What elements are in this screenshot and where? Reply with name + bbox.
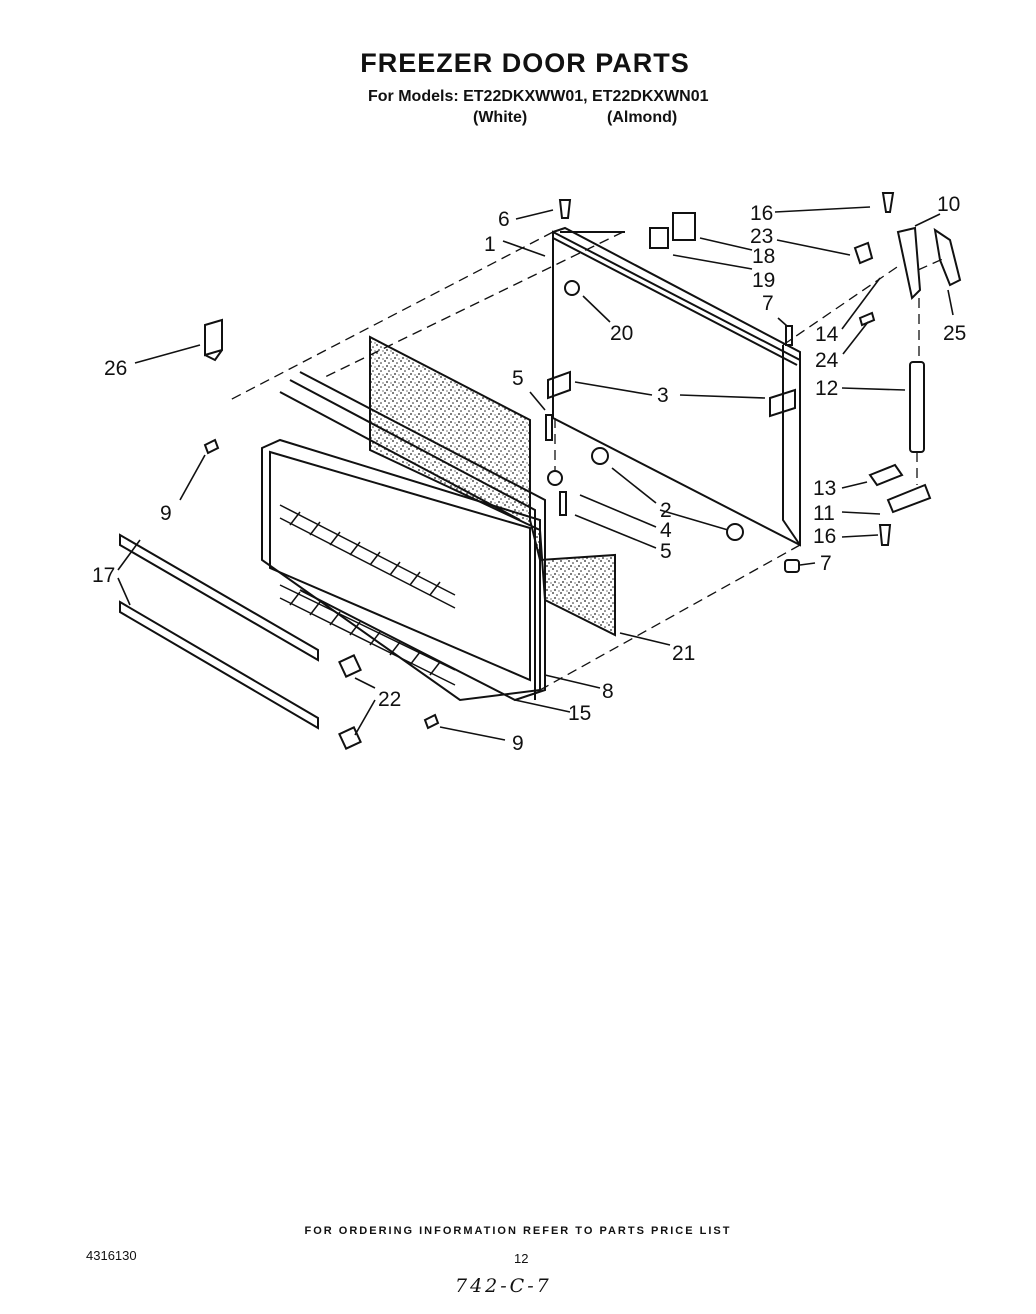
variant-white: (White) <box>473 109 528 126</box>
callout-11: 11 <box>813 502 835 525</box>
upper-hinge <box>896 226 922 301</box>
callout-5-lower: 5 <box>660 540 672 563</box>
trim-strip-upper <box>119 533 319 662</box>
callout-16-lower: 16 <box>813 525 836 548</box>
callout-4: 4 <box>660 519 672 542</box>
leader-lines <box>117 206 954 741</box>
shim-23 <box>853 241 874 265</box>
callout-7-lower: 7 <box>820 552 832 575</box>
hinge-cover <box>933 227 962 287</box>
callout-5-upper: 5 <box>512 367 524 390</box>
callout-26: 26 <box>104 357 127 380</box>
trim-strip-lower <box>119 600 319 730</box>
callout-10: 10 <box>937 193 960 216</box>
trim-end-cap-upper <box>338 654 362 678</box>
handle <box>909 361 925 453</box>
page-title: FREEZER DOOR PARTS <box>360 48 690 78</box>
spacer-18 <box>672 212 696 241</box>
callout-2: 2 <box>660 499 672 522</box>
bracket-26 <box>204 318 223 362</box>
callout-17: 17 <box>92 564 115 587</box>
callout-18: 18 <box>752 245 775 268</box>
callout-16-upper: 16 <box>750 202 773 225</box>
spacer-19 <box>649 227 669 249</box>
trim-end-cap-lower <box>338 726 362 750</box>
callout-21: 21 <box>672 642 695 665</box>
callout-15: 15 <box>568 702 591 725</box>
hinge-shim <box>868 463 904 487</box>
callout-3: 3 <box>657 384 669 407</box>
door-shelf-ribs <box>279 504 456 686</box>
variant-almond: (Almond) <box>607 109 678 126</box>
callout-14: 14 <box>815 323 839 346</box>
callout-9-upper: 9 <box>160 502 172 525</box>
lower-hinge <box>886 483 932 514</box>
callout-6: 6 <box>498 208 510 231</box>
callout-9-lower: 9 <box>512 732 524 755</box>
callout-12: 12 <box>815 377 838 400</box>
door-gasket <box>299 371 546 702</box>
callout-23: 23 <box>750 225 773 248</box>
handwritten-note: 742-C-7 <box>455 1275 552 1297</box>
callout-7-upper: 7 <box>762 292 774 315</box>
callout-8: 8 <box>602 680 614 703</box>
callout-1: 1 <box>484 233 496 256</box>
callout-22: 22 <box>378 688 401 711</box>
callout-24: 24 <box>815 349 839 372</box>
callout-13: 13 <box>813 477 836 500</box>
ordering-note: FOR ORDERING INFORMATION REFER TO PARTS … <box>304 1225 732 1237</box>
callout-labels: 1 2 3 4 5 5 6 7 7 8 9 9 10 11 12 13 14 1… <box>92 193 966 755</box>
document-number: 4316130 <box>86 1248 137 1263</box>
page-number: 12 <box>514 1251 529 1266</box>
callout-19: 19 <box>752 269 775 292</box>
callout-20: 20 <box>610 322 633 345</box>
insulation-panel <box>369 335 616 637</box>
callout-25: 25 <box>943 322 966 345</box>
models-line: For Models: ET22DKXWW01, ET22DKXWN01 <box>368 88 709 105</box>
